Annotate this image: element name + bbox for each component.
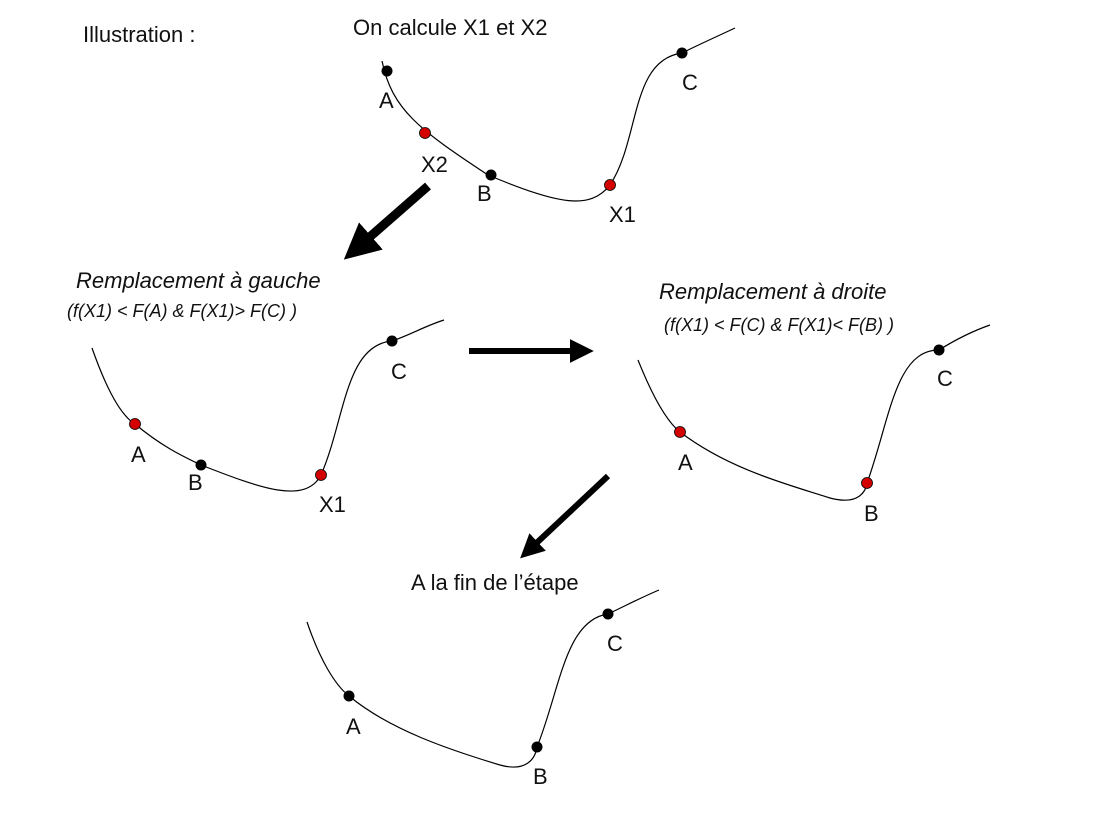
point-x1-initial [604,179,616,191]
label-b-left: B [188,470,203,495]
label-b-final: B [533,764,548,789]
label-x1-left: X1 [319,492,346,517]
label-x1-initial: X1 [609,202,636,227]
point-x2-initial [419,127,431,139]
condition-right: (f(X1) < F(C) & F(X1)< F(B) ) [664,315,895,335]
point-b-right [861,477,873,489]
label-c-left: C [391,359,407,384]
point-a-left [129,418,141,430]
caption-initial: On calcule X1 et X2 [353,15,548,40]
point-c-final [602,608,614,620]
arrow-initial-to-left [343,182,431,260]
point-b-left [195,459,207,471]
label-a-right: A [678,450,693,475]
label-c-final: C [607,631,623,656]
point-b-final [531,741,543,753]
point-a-final [343,690,355,702]
caption-right: Remplacement à droite [659,279,887,304]
label-a-left: A [131,442,146,467]
illustration-title: Illustration : [83,22,196,47]
point-a-initial [381,65,393,77]
label-b-right: B [864,501,879,526]
point-x1-left [315,469,327,481]
condition-left: (f(X1) < F(A) & F(X1)> F(C) ) [67,301,298,321]
arrow-right-to-final [520,473,611,559]
caption-left: Remplacement à gauche [76,268,321,293]
label-x2-initial: X2 [421,152,448,177]
point-b-initial [485,169,497,181]
label-a-initial: A [379,88,394,113]
point-c-left [386,335,398,347]
label-c-right: C [937,366,953,391]
label-a-final: A [346,714,361,739]
label-c-initial: C [682,70,698,95]
point-c-right [933,344,945,356]
point-c-initial [676,47,688,59]
label-b-initial: B [477,181,492,206]
point-a-right [674,426,686,438]
caption-final: A la fin de l’étape [411,570,579,595]
